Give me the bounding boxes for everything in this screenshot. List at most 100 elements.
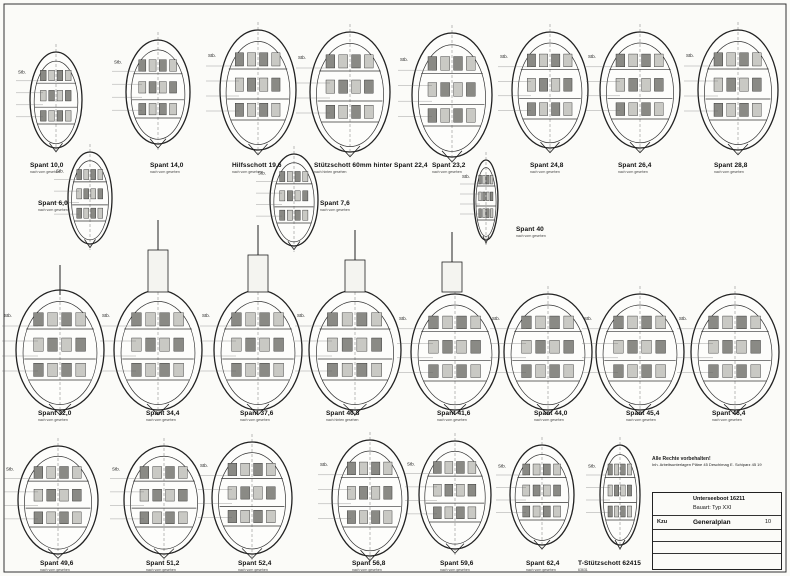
hull-section-20: Stb. (110, 438, 205, 560)
section-label: Spant 49,6 (40, 560, 74, 567)
hull-section-21: Stb. (198, 434, 293, 560)
hull-section-8: Stb. (54, 144, 113, 250)
machinery-block (338, 54, 348, 69)
section-note: nach hinten gesehen (314, 170, 347, 174)
section-label: Spant 26,4 (618, 162, 652, 169)
machinery-block (482, 174, 486, 185)
machinery-block (371, 337, 382, 352)
machinery-block (726, 52, 736, 67)
machinery-block (231, 363, 242, 377)
machinery-block (72, 489, 82, 502)
machinery-block (139, 511, 150, 524)
machinery-block (259, 312, 270, 327)
machinery-block (442, 340, 453, 354)
machinery-block (347, 461, 356, 476)
machinery-block (607, 484, 613, 497)
hull-section-19: Stb. (4, 438, 99, 560)
machinery-block (641, 78, 651, 92)
side-mark: Stb. (114, 59, 122, 64)
machinery-block (294, 209, 301, 221)
section-label: Spant 34,4 (146, 410, 180, 417)
machinery-block (613, 340, 624, 354)
machinery-block (33, 489, 44, 502)
machinery-block (521, 364, 532, 378)
machinery-block (708, 364, 719, 378)
hull-section-11: Stb. (2, 282, 105, 416)
machinery-block (178, 489, 188, 502)
machinery-block (527, 53, 536, 68)
machinery-block (456, 484, 465, 497)
machinery-block (535, 340, 546, 354)
machinery-block (253, 463, 263, 476)
side-mark: Stb. (400, 57, 408, 62)
machinery-block (607, 505, 613, 518)
machinery-block (490, 208, 494, 218)
machinery-block (338, 79, 348, 94)
side-mark: Stb. (588, 464, 596, 469)
section-note: nach vorn gesehen (320, 208, 350, 212)
machinery-block (726, 77, 736, 92)
machinery-block (739, 77, 749, 92)
machinery-block (234, 77, 244, 92)
machinery-block (551, 53, 561, 68)
machinery-block (613, 315, 624, 330)
machinery-block (371, 312, 382, 327)
section-note: nach vorn gesehen (618, 170, 648, 174)
section-label: Spant 40 (516, 226, 544, 233)
side-mark: Stb. (208, 53, 216, 58)
section-note: nach hinten gesehen (326, 418, 359, 422)
machinery-block (470, 315, 481, 330)
machinery-block (532, 484, 541, 497)
machinery-block (535, 315, 546, 330)
machinery-block (722, 364, 733, 378)
machinery-block (522, 505, 531, 518)
machinery-block (47, 312, 58, 327)
machinery-block (539, 78, 548, 92)
machinery-block (722, 315, 733, 330)
section-label: Spant 62,4 (526, 560, 560, 567)
keel (287, 241, 301, 251)
machinery-block (302, 190, 309, 202)
machinery-block (247, 52, 256, 67)
side-mark: Stb. (679, 316, 687, 321)
title-type: Bauart: Typ XXI (693, 505, 732, 511)
machinery-block (240, 510, 250, 523)
machinery-block (56, 70, 63, 81)
machinery-block (33, 337, 44, 352)
machinery-block (341, 312, 353, 327)
section-label: Spant 56,8 (352, 560, 386, 567)
machinery-block (359, 510, 368, 524)
machinery-block (33, 312, 44, 327)
machinery-block (173, 312, 184, 327)
machinery-block (490, 191, 494, 202)
machinery-block (159, 81, 167, 94)
machinery-block (655, 340, 666, 354)
machinery-block (138, 81, 147, 94)
section-note: nach vorn gesehen (626, 418, 656, 422)
machinery-block (641, 364, 652, 378)
machinery-block (478, 174, 482, 185)
machinery-block (486, 191, 490, 202)
machinery-block (614, 505, 620, 518)
machinery-block (563, 364, 574, 378)
hull-section-9: Stb. (256, 146, 319, 252)
machinery-block (165, 511, 175, 524)
machinery-block (327, 312, 338, 327)
machinery-block (466, 56, 476, 71)
title-sheet-prefix: Kzu (657, 519, 668, 525)
machinery-block (364, 79, 374, 94)
machinery-block (279, 171, 286, 182)
machinery-block (165, 489, 175, 502)
keel (443, 403, 467, 416)
section-label: Spant 24,8 (530, 162, 564, 169)
hull-section-5: Stb. (498, 24, 589, 154)
machinery-block (641, 315, 652, 330)
machinery-block (266, 463, 276, 476)
machinery-block (364, 104, 374, 119)
side-mark: Stb. (500, 54, 508, 59)
machinery-block (33, 511, 44, 524)
machinery-block (159, 312, 170, 327)
inner-hull (510, 304, 586, 406)
machinery-block (478, 191, 482, 202)
